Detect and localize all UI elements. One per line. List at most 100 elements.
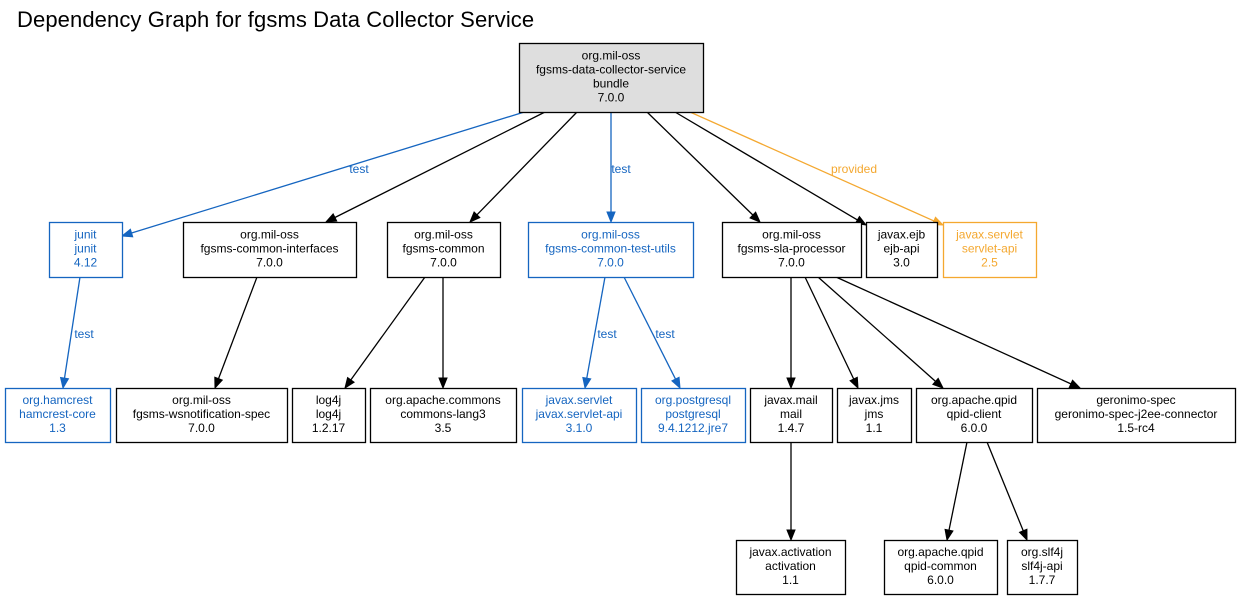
node-text-line: 7.0.0	[598, 91, 625, 105]
edge-common-to-commons-lang3	[438, 277, 448, 390]
edge-common-test-utils-to-postgresql: test	[623, 276, 681, 390]
page-title: Dependency Graph for fgsms Data Collecto…	[17, 7, 535, 32]
arrowhead	[944, 528, 954, 542]
edge-line	[586, 276, 606, 379]
node-text-line: fgsms-sla-processor	[737, 242, 845, 256]
node-text-line: 7.0.0	[778, 256, 805, 270]
edge-sla-processor-to-qpid-client	[817, 276, 945, 389]
edge-root-to-common-test-utils: test	[606, 112, 631, 224]
node-box	[386, 221, 502, 279]
edge-root-to-servlet-api: provided	[689, 111, 945, 226]
node-box	[735, 539, 847, 596]
node-text-line: fgsms-data-collector-service	[536, 63, 686, 77]
edge-qpid-client-to-qpid-common	[944, 441, 968, 542]
node-text-line: log4j	[316, 393, 341, 407]
node-text-line: fgsms-wsnotification-spec	[133, 407, 270, 421]
node-box	[915, 387, 1034, 444]
node-text-line: 1.3	[49, 421, 66, 435]
node-text-line: org.postgresql	[655, 393, 731, 407]
edge-line	[835, 276, 1072, 385]
node-text-line: 2.5	[981, 256, 998, 270]
node-root[interactable]: org.mil-ossfgsms-data-collector-serviceb…	[518, 42, 705, 114]
node-text-line: javax.servlet	[955, 228, 1023, 242]
node-text-line: org.mil-oss	[240, 228, 299, 242]
edge-line	[63, 276, 81, 379]
edge-label: provided	[831, 162, 877, 176]
node-box	[518, 42, 705, 114]
node-wsnotification[interactable]: org.mil-ossfgsms-wsnotification-spec7.0.…	[115, 387, 289, 444]
arrowhead	[749, 211, 761, 223]
node-box	[291, 387, 367, 444]
arrowhead	[59, 376, 70, 390]
node-text-line: 7.0.0	[256, 256, 283, 270]
node-text-line: 3.5	[435, 421, 452, 435]
node-text-line: geronimo-spec-j2ee-connector	[1055, 407, 1218, 421]
node-text-line: javax.servlet	[545, 393, 613, 407]
edge-line	[817, 276, 936, 382]
edge-common-to-log4j	[344, 276, 426, 390]
arrowhead	[932, 377, 945, 389]
node-box	[182, 221, 358, 279]
edge-sla-processor-to-jms	[804, 276, 859, 390]
edge-label: test	[597, 327, 617, 341]
node-text-line: ejb-api	[883, 242, 919, 256]
edge-sla-processor-to-mail	[786, 277, 796, 390]
node-text-line: hamcrest-core	[19, 407, 96, 421]
node-box	[865, 221, 939, 279]
node-text-line: org.slf4j	[1021, 545, 1063, 559]
node-text-line: org.mil-oss	[582, 49, 641, 63]
node-text-line: 3.0	[893, 256, 910, 270]
edge-root-to-sla-processor	[646, 111, 761, 223]
node-text-line: org.mil-oss	[762, 228, 821, 242]
node-text-line: 1.1	[866, 421, 883, 435]
node-text-line: slf4j-api	[1021, 559, 1062, 573]
edge-line	[948, 441, 968, 531]
node-text-line: 1.7.7	[1029, 573, 1056, 587]
node-box	[1036, 387, 1237, 444]
node-box	[640, 387, 747, 444]
edge-line	[334, 111, 546, 219]
node-text-line: geronimo-spec	[1096, 393, 1175, 407]
node-text-line: mail	[780, 407, 802, 421]
node-box	[942, 221, 1038, 279]
node-box	[115, 387, 289, 444]
node-text-line: bundle	[593, 77, 629, 91]
edge-line	[689, 111, 935, 222]
node-text-line: javax.ejb	[877, 228, 926, 242]
edge-line	[217, 276, 258, 379]
edge-line	[476, 111, 578, 216]
edge-label: test	[74, 327, 94, 341]
node-text-line: log4j	[316, 407, 341, 421]
node-box	[836, 387, 913, 444]
edge-line	[350, 276, 426, 381]
arrowhead	[849, 376, 859, 390]
node-text-line: org.hamcrest	[22, 393, 93, 407]
arrowhead	[582, 376, 592, 390]
node-text-line: postgresql	[665, 407, 720, 421]
arrowhead	[214, 376, 224, 390]
node-text-line: org.apache.qpid	[897, 545, 983, 559]
node-geronimo[interactable]: geronimo-specgeronimo-spec-j2ee-connecto…	[1036, 387, 1237, 444]
node-text-line: commons-lang3	[400, 407, 486, 421]
node-text-line: javax.activation	[748, 545, 831, 559]
node-text-line: 1.4.7	[778, 421, 805, 435]
